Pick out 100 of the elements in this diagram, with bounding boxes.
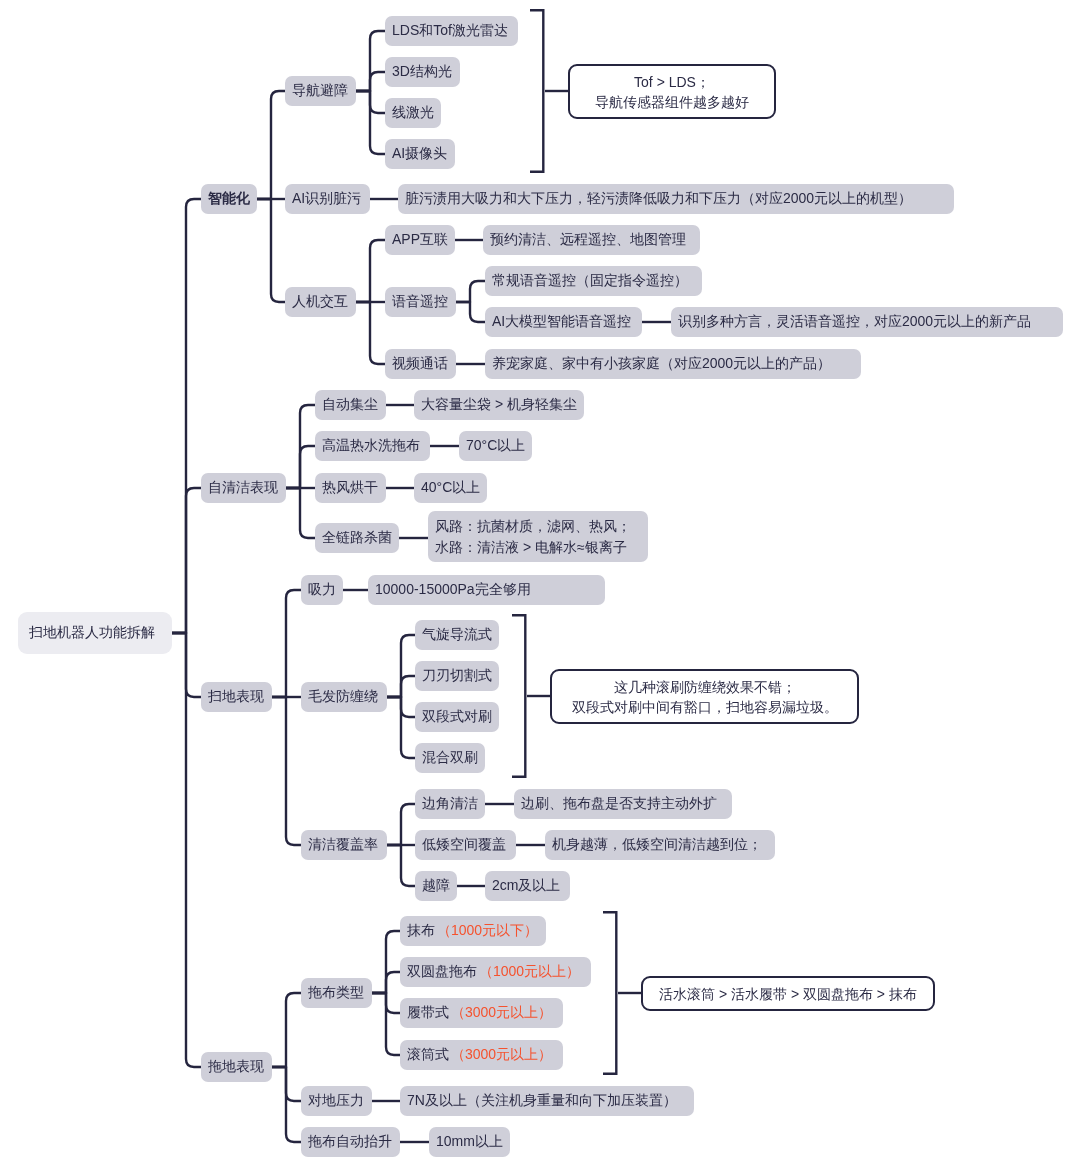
topic-label: 10000-15000Pa完全够用 (375, 581, 531, 599)
topic-label: 2cm及以上 (492, 877, 561, 895)
topic-label: 识别多种方言，灵活语音遥控，对应2000元以上的新产品 (678, 313, 1032, 331)
subtopic-card (415, 743, 485, 773)
topic-label: 拖布自动抬升 (308, 1133, 392, 1151)
main-topic-card (201, 1052, 272, 1082)
topic-label: 刀刃切割式 (422, 667, 492, 685)
connector-line (618, 991, 641, 995)
connector-line (370, 197, 398, 201)
central-topic-card (18, 612, 172, 654)
subtopic-card (301, 978, 372, 1008)
subtopic-card (485, 349, 861, 379)
main-topic-card (201, 184, 257, 214)
subtopic-card (514, 789, 732, 819)
subtopic-card (315, 431, 430, 461)
connector-line (455, 238, 483, 242)
topic-label: 自动集尘 (322, 396, 378, 414)
topic-label: 40°C以上 (421, 479, 481, 497)
connector-line (399, 536, 428, 540)
topic-label: 拖布类型 (308, 984, 364, 1002)
connector-line (545, 89, 568, 93)
topic-label: 水路：清洁液 > 电解水≈银离子 (435, 537, 627, 557)
connector-line (642, 320, 671, 324)
topic-label: 全链路杀菌 (322, 529, 392, 547)
topic-label: 脏污渍用大吸力和大下压力，轻污渍降低吸力和下压力（对应2000元以上的机型） (405, 190, 913, 208)
topic-label: 混合双刷 (422, 749, 478, 767)
connector-line (387, 695, 415, 760)
subtopic-card (285, 287, 356, 317)
topic-label: 语音遥控 (392, 293, 448, 311)
subtopic-card (400, 998, 563, 1028)
topic-label: 高温热水洗拖布 (322, 437, 420, 455)
topic-label: AI大模型智能语音遥控 (492, 313, 632, 331)
topic-label: 热风烘干 (322, 479, 378, 497)
topic-label: 7N及以上（关注机身重量和向下加压装置） (407, 1092, 677, 1110)
subtopic-card (671, 307, 1063, 337)
topic-label: 视频通话 (392, 355, 448, 373)
subtopic-card (400, 916, 546, 946)
connector-line (387, 843, 415, 888)
price-label: （1000元以下） (437, 922, 539, 940)
subtopic-card (285, 184, 370, 214)
topic-label: 风路：抗菌材质，滤网、热风； (435, 516, 631, 536)
connector-line (400, 1140, 429, 1144)
summary-text: 双段式对刷中间有豁口，扫地容易漏垃圾。 (571, 697, 838, 717)
summary-card (568, 64, 776, 119)
subtopic-card (414, 390, 584, 420)
topic-label: AI摄像头 (392, 145, 448, 163)
bracket (512, 614, 527, 778)
subtopic-card (415, 702, 499, 732)
topic-label: 履带式 (407, 1004, 449, 1022)
summary-card (550, 669, 859, 724)
subtopic-card (301, 1086, 372, 1116)
main-topic-card (201, 473, 286, 503)
connector-line (372, 991, 400, 1057)
price-label: （3000元以上） (451, 1004, 553, 1022)
topic-label: 自清洁表现 (208, 479, 278, 497)
topic-label: 导航避障 (292, 82, 348, 100)
summary-text: Tof > LDS； (634, 72, 710, 92)
topic-label: 70°C以上 (466, 437, 526, 455)
topic-label: 低矮空间覆盖 (422, 836, 506, 854)
topic-label: APP互联 (392, 231, 448, 249)
connector-line (343, 588, 368, 592)
subtopic-card (415, 661, 499, 691)
subtopic-card (415, 871, 457, 901)
topic-label: 抹布 (407, 922, 435, 940)
subtopic-card (301, 1127, 400, 1157)
connector-line (527, 694, 550, 698)
summary-text: 导航传感器组件越多越好 (595, 92, 749, 112)
topic-label: 10mm以上 (436, 1133, 503, 1151)
subtopic-card (415, 789, 485, 819)
subtopic-card (315, 390, 386, 420)
topic-label: 3D结构光 (392, 63, 452, 81)
subtopic-card (385, 287, 456, 317)
price-label: （3000元以上） (451, 1046, 553, 1064)
subtopic-card (400, 1040, 563, 1070)
subtopic-card (385, 225, 455, 255)
subtopic-card (301, 830, 387, 860)
summary-text: 活水滚筒 > 活水履带 > 双圆盘拖布 > 抹布 (659, 984, 917, 1004)
subtopic-card (428, 511, 648, 562)
main-topic-card (201, 682, 272, 712)
topic-label: 双段式对刷 (422, 708, 492, 726)
subtopic-card (483, 225, 700, 255)
topic-label: 滚筒式 (407, 1046, 449, 1064)
topic-label: 机身越薄，低矮空间清洁越到位； (552, 836, 762, 854)
price-label: （1000元以上） (479, 963, 581, 981)
subtopic-card (385, 57, 460, 87)
subtopic-card (368, 575, 605, 605)
connector-line (430, 444, 459, 448)
topic-label: 扫地表现 (208, 688, 264, 706)
topic-label: 扫地机器人功能拆解 (29, 624, 155, 642)
subtopic-card (385, 139, 455, 169)
connector-line (372, 1099, 400, 1103)
connector-line (456, 300, 485, 324)
summary-card (641, 976, 935, 1011)
topic-label: 气旋导流式 (422, 626, 492, 644)
subtopic-card (414, 473, 488, 503)
summary-text: 这几种滚刷防缠绕效果不错； (613, 677, 796, 697)
bracket (603, 911, 618, 1075)
topic-label: 清洁覆盖率 (308, 836, 378, 854)
subtopic-card (400, 1086, 694, 1116)
connector-line (516, 843, 545, 847)
